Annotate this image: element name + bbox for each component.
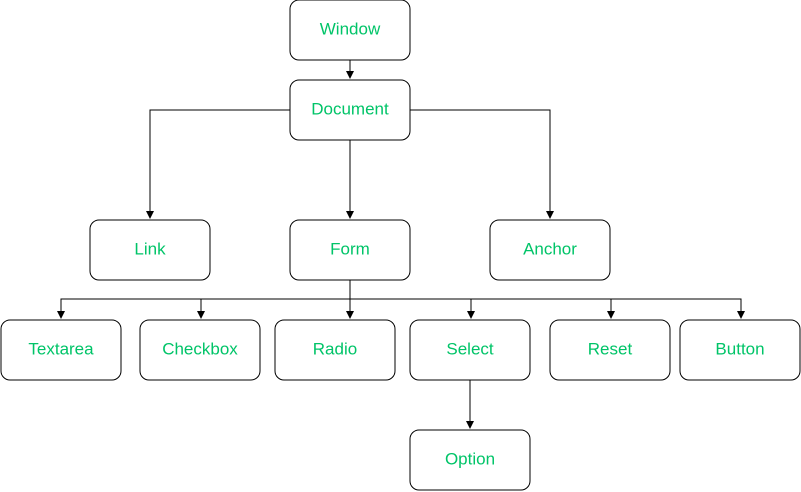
node-checkbox: Checkbox — [139, 319, 261, 381]
edge-form-reset — [471, 298, 615, 319]
edge-form-button — [611, 298, 745, 319]
node-reset: Reset — [549, 319, 671, 381]
node-label-anchor: Anchor — [523, 239, 577, 258]
node-label-link: Link — [134, 239, 166, 258]
edges — [57, 60, 745, 429]
node-label-window: Window — [320, 19, 381, 38]
node-option: Option — [409, 429, 531, 491]
node-radio: Radio — [274, 319, 396, 381]
node-label-textarea: Textarea — [28, 339, 94, 358]
node-label-reset: Reset — [588, 339, 633, 358]
node-link: Link — [89, 219, 211, 281]
node-label-option: Option — [445, 449, 495, 468]
edge-form-select — [350, 298, 475, 319]
edge-document-anchor — [410, 109, 554, 219]
node-label-document: Document — [311, 99, 389, 118]
node-label-select: Select — [446, 339, 494, 358]
node-label-radio: Radio — [313, 339, 357, 358]
node-label-form: Form — [330, 239, 370, 258]
node-select: Select — [409, 319, 531, 381]
node-button: Button — [679, 319, 801, 381]
node-textarea: Textarea — [0, 319, 122, 381]
edge-document-link — [146, 109, 290, 219]
edge-form-checkbox — [197, 298, 350, 319]
node-window: Window — [289, 0, 411, 61]
node-document: Document — [289, 79, 411, 141]
node-label-checkbox: Checkbox — [162, 339, 238, 358]
node-anchor: Anchor — [489, 219, 611, 281]
node-label-button: Button — [715, 339, 764, 358]
node-form: Form — [289, 219, 411, 281]
